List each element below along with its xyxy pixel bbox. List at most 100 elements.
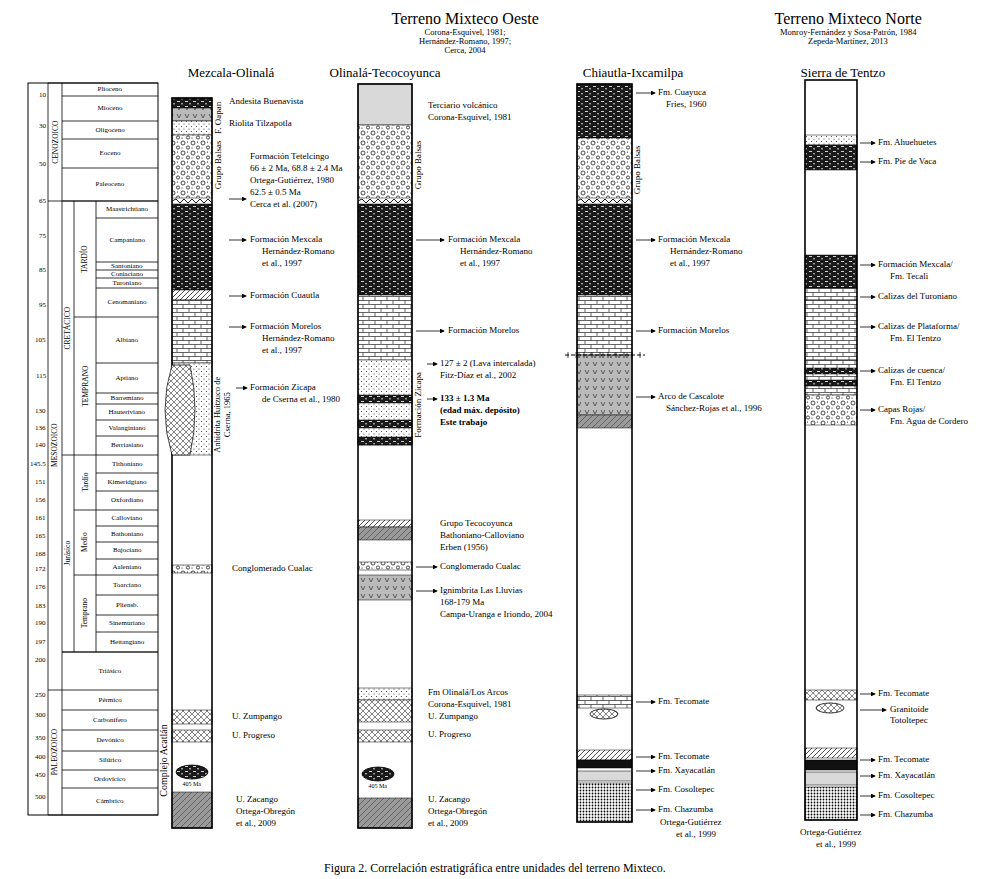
unit-label: de Cserna et al., 1980	[262, 395, 340, 405]
leader-arrow	[860, 796, 875, 797]
unit-label: Fm. Xayacatlán	[658, 766, 715, 776]
leader-arrow	[636, 810, 655, 811]
grid-line	[74, 201, 75, 652]
unit-label: Ortega-Gutiérrez	[800, 828, 861, 838]
stratum	[358, 395, 412, 403]
stage-name: Cenomaniano	[108, 299, 147, 306]
unit-label: Hernández-Romano	[262, 334, 334, 344]
grid-line	[96, 278, 158, 279]
grid-line	[62, 83, 63, 815]
age-number: 75	[39, 233, 46, 240]
reference: Hernández-Romano, 1997;	[419, 37, 511, 46]
stratum	[805, 787, 857, 820]
stage-name: Eoceno	[100, 150, 121, 157]
unit-label: 62.5 ± 0.5 Ma	[250, 188, 301, 198]
stage-name: Aptiano	[116, 375, 139, 382]
time-unit: CRETÁCICO	[64, 307, 72, 350]
column-ground	[577, 84, 632, 822]
leader-arrow	[229, 296, 246, 297]
unit-label: Erben (1956)	[440, 543, 488, 553]
leader-arrow	[636, 93, 655, 94]
caption: Figura 2. Correlación estratigráfica ent…	[324, 862, 666, 875]
unit-label: Complejo Acatlán	[157, 724, 168, 797]
grid-line	[96, 436, 158, 437]
grid-line	[62, 83, 158, 84]
terrane-title: Terreno Mixteco Oeste	[392, 10, 539, 28]
stratum	[358, 295, 412, 360]
leader-arrow	[416, 331, 444, 332]
unit-label: Corona-Esquivel, 1981	[428, 113, 512, 123]
grid-line	[96, 201, 158, 202]
stage-name: Oxfordiano	[111, 497, 143, 504]
stratum	[577, 355, 632, 415]
grid-line	[96, 575, 158, 576]
stratum	[577, 771, 632, 781]
reference: Zepeda-Martínez, 2013	[808, 37, 888, 46]
age-number: 50	[39, 161, 46, 168]
time-unit: TEMPRANO	[81, 365, 89, 406]
stratum	[358, 437, 412, 445]
age-label: (edad máx. depósito)	[440, 406, 520, 416]
age-number: 165	[35, 533, 46, 540]
age-number: 10	[39, 92, 46, 99]
stratum	[805, 690, 857, 700]
age-number: 95	[39, 302, 46, 309]
grid-line	[74, 455, 96, 456]
unit-label: Formación Morelos	[658, 326, 729, 336]
stage-name: Pérmico	[99, 697, 122, 704]
unit-label: Terciario volcánico	[428, 101, 498, 111]
time-unit: Tardío	[81, 472, 89, 491]
unit-label: Ortega-Obregón	[428, 807, 487, 817]
unit-label: et al., 1999	[676, 830, 716, 840]
age-number: 190	[35, 620, 46, 627]
column-ground	[805, 80, 857, 820]
column-outline	[172, 98, 212, 828]
unit-label: U. Zacango	[236, 795, 278, 805]
grid-line	[96, 288, 158, 289]
time-unit: Temprano	[81, 598, 89, 628]
age-number: 500	[35, 794, 46, 801]
leader-arrow	[229, 199, 246, 200]
unit-label: 127 ± 2 (Lava intercalada)	[440, 359, 535, 369]
grid-line	[96, 201, 97, 652]
stratum	[577, 84, 632, 138]
stage-name: Cámbrico	[96, 798, 124, 805]
anhydrite-lens	[165, 365, 195, 455]
leader-arrow	[636, 397, 655, 398]
unit-label: Conglomerado Cualac	[440, 562, 521, 572]
leader-arrow	[860, 710, 886, 711]
unit-label: Fm. Cuayuca	[658, 88, 706, 98]
grid-line	[96, 455, 158, 456]
stratum	[805, 395, 857, 425]
stratum	[805, 135, 857, 145]
stratum	[577, 295, 632, 355]
leader-arrow	[860, 162, 875, 163]
stratum	[805, 760, 857, 770]
unit-label: Formación Mexcala/	[878, 260, 953, 270]
unit-label: Formación Zicapa	[250, 383, 316, 393]
unconformity	[577, 199, 632, 203]
age-label: 133 ± 1.3 Ma	[440, 394, 489, 404]
column-outline	[577, 84, 632, 822]
stratum	[172, 108, 212, 121]
unit-label: Corona-Esquivel, 1981	[428, 700, 512, 710]
stratum	[172, 135, 212, 198]
time-unit: MESOZOICO	[51, 423, 59, 467]
unit-label: Totoltepec	[890, 716, 928, 726]
unit-label: Fm. Tecali	[890, 272, 928, 282]
grid-line	[62, 652, 158, 653]
unit-label: Formación Zicapa	[414, 372, 424, 438]
stratum	[805, 772, 857, 785]
grid-line	[62, 710, 158, 711]
leader-arrow	[860, 694, 875, 695]
stratum	[172, 290, 212, 300]
unit-label: 168-179 Ma	[440, 598, 484, 608]
unit-label: Bathoniano-Calloviano	[440, 531, 524, 541]
leader-arrow	[427, 364, 437, 365]
grid-line	[96, 393, 158, 394]
contact-tick	[640, 352, 641, 358]
age-number: 300	[35, 712, 46, 719]
stage-name: Triásico	[99, 668, 122, 675]
grid-line	[48, 815, 62, 816]
